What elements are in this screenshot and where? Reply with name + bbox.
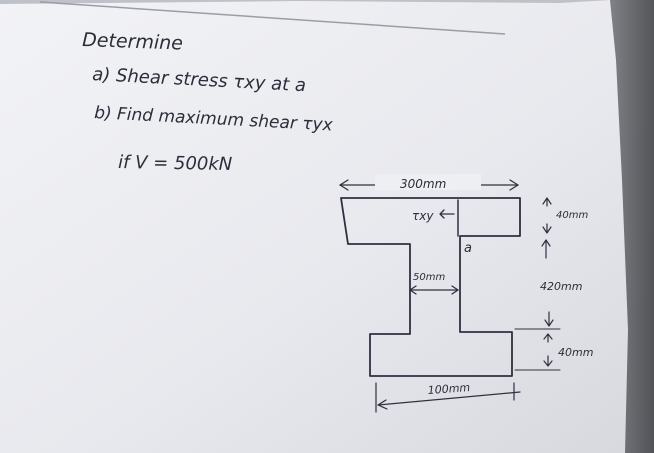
top-width-label: 300mm [400,177,446,191]
bottom-flange-arrow-up [543,333,553,343]
web-width-arrows [409,285,459,295]
web-height-label: 420mm [540,280,582,293]
right-shadow [610,0,654,453]
top-width-arrow-left [339,179,349,191]
heading-text: Determine [82,29,184,55]
web-height-arrow-down [544,311,554,327]
tau-label: τxy [412,209,434,223]
top-flange-arrow-up [542,197,552,207]
web-width-label: 50mm [413,272,445,283]
condition-text: if V = 500kN [118,152,233,175]
tau-arrow [439,209,455,219]
bottom-width-label: 100mm [427,381,470,397]
bottom-width-arrow-left [377,399,388,410]
bottom-flange-label: 40mm [558,346,593,359]
bottom-flange-arrow-down [543,355,553,367]
bottom-width-dim-line [377,391,521,406]
top-flange-arrow-down [542,223,552,234]
i-beam-outline [340,197,521,377]
top-flange-label: 40mm [556,210,588,221]
top-width-arrow-right [509,179,519,191]
top-width-label-bg [375,174,481,190]
ruled-line [39,1,506,35]
top-edge [0,0,610,4]
web-height-arrow-up [541,239,551,259]
point-a-label: a [464,241,472,256]
